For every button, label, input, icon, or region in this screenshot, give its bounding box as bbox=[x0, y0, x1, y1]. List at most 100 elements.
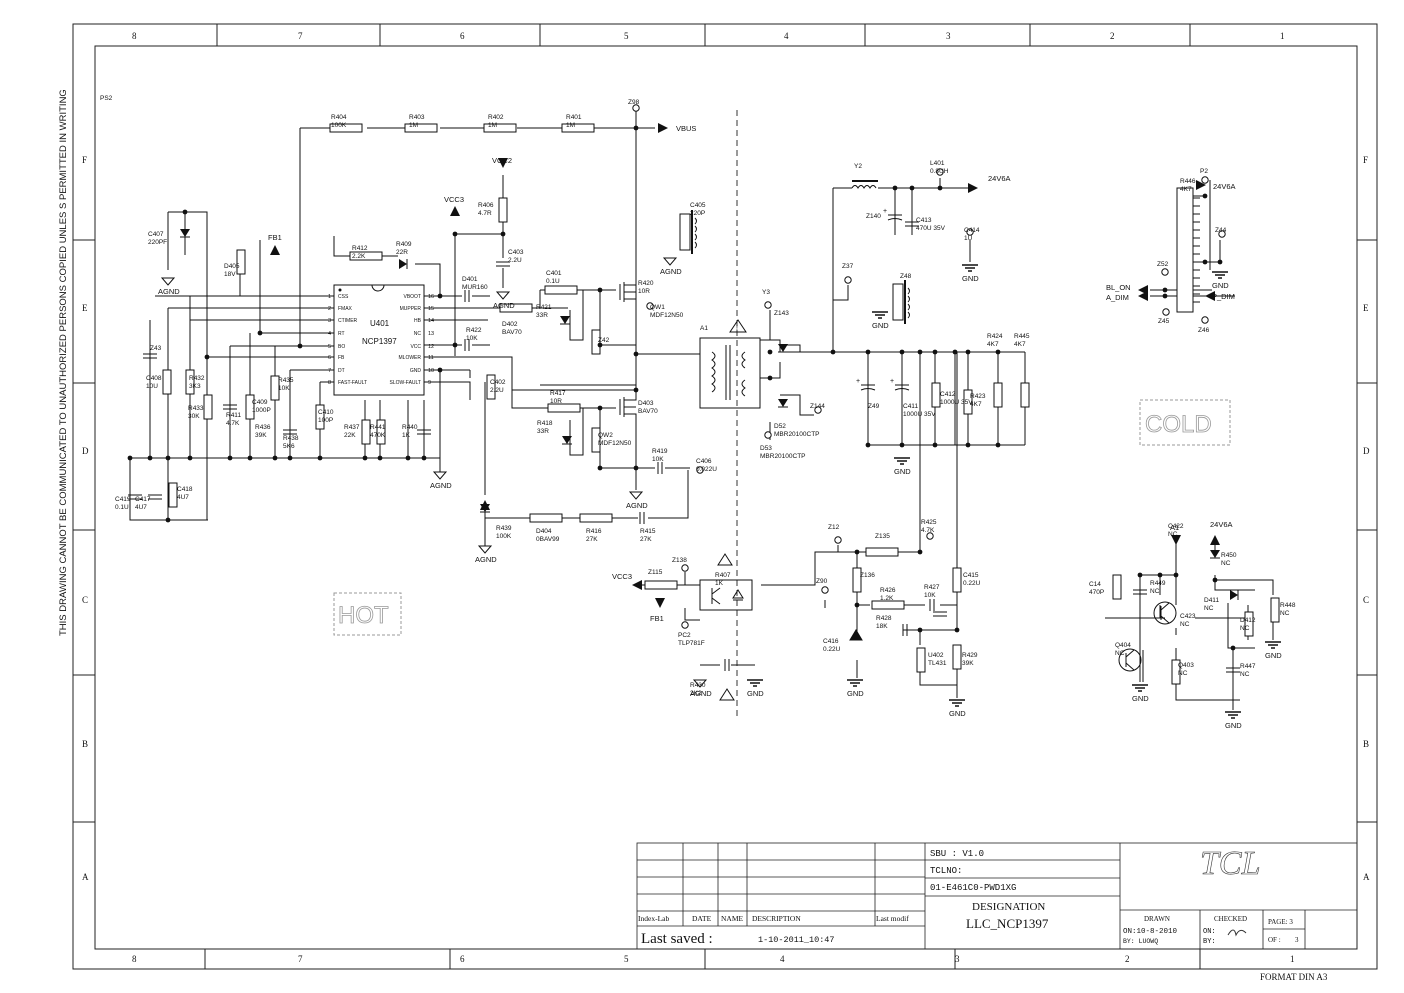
val-r446: 4K7 bbox=[1180, 186, 1192, 193]
ic-pin-name-1: CSS bbox=[338, 294, 349, 300]
ref-c409: C409 bbox=[252, 399, 268, 406]
test-point-11 bbox=[1161, 268, 1169, 276]
ground-label-14: GND bbox=[1225, 721, 1242, 730]
ref-r432: R432 bbox=[189, 375, 205, 382]
junction-dot bbox=[421, 455, 427, 461]
resistor-v-5 bbox=[185, 369, 195, 395]
ic-pin-num-16: 16 bbox=[428, 294, 434, 300]
test-point-12 bbox=[1162, 308, 1170, 316]
frame-col-top-6: 6 bbox=[460, 31, 465, 41]
ref-c423: C423 bbox=[1180, 613, 1196, 620]
drawn-by: BY: LUOWQ bbox=[1123, 938, 1158, 945]
capacitor-v-5 bbox=[128, 494, 142, 500]
ic-u401-part: NCP1397 bbox=[362, 337, 397, 346]
ref-ps2: PS2 bbox=[100, 95, 113, 102]
junction-dot bbox=[965, 349, 971, 355]
ic-pin-name-4: RT bbox=[338, 331, 345, 337]
ground-label-16: GND bbox=[1212, 281, 1229, 290]
ground-gnd-10: GND bbox=[949, 699, 966, 718]
ground-label-8: GND bbox=[894, 467, 911, 476]
junction-dot bbox=[1230, 645, 1236, 651]
capacitor-v-2 bbox=[223, 404, 237, 410]
junction-dot bbox=[1162, 287, 1168, 293]
tclno-label: TCLNO: bbox=[930, 866, 962, 876]
val-r418: 33R bbox=[537, 428, 549, 435]
ref-r450: R450 bbox=[1221, 552, 1237, 559]
ref-r420: R420 bbox=[638, 280, 654, 287]
capacitor-h-2 bbox=[657, 462, 663, 474]
brand-logo: TCL bbox=[1200, 845, 1261, 882]
test-point-6 bbox=[764, 301, 772, 309]
ref-r435: R435 bbox=[278, 377, 294, 384]
junction-dot bbox=[633, 125, 639, 131]
ic-pin-num-8: 8 bbox=[328, 380, 331, 386]
optocoupler-pc2 bbox=[699, 553, 753, 701]
ref-r447: R447 bbox=[1240, 663, 1256, 670]
junction-dot bbox=[377, 455, 383, 461]
ref-z42: Z42 bbox=[598, 337, 610, 344]
ref-z44: Z44 bbox=[1215, 227, 1227, 234]
frame-row-left-C: C bbox=[82, 595, 88, 605]
junction-dot bbox=[147, 455, 153, 461]
ground-label-1: AGND bbox=[493, 301, 515, 310]
ref-d52: D52 bbox=[774, 423, 786, 430]
junction-dot bbox=[287, 455, 293, 461]
ref-r417: R417 bbox=[550, 390, 566, 397]
ref-d404: D404 bbox=[536, 528, 552, 535]
resistor-h-6 bbox=[544, 285, 578, 295]
resistor-h-2 bbox=[483, 123, 517, 133]
junction-dot bbox=[500, 231, 506, 237]
checked-by: BY: bbox=[1203, 938, 1216, 946]
val-pc2: TLP781F bbox=[678, 640, 705, 647]
ref-u402: U402 bbox=[928, 652, 944, 659]
diode-3 bbox=[562, 436, 572, 445]
net-fb1: FB1 bbox=[268, 233, 282, 242]
val-qw1: MDF12N50 bbox=[650, 312, 684, 319]
test-point-17 bbox=[681, 564, 689, 572]
ic-pin-num-3: 3 bbox=[328, 318, 331, 324]
junction-dot bbox=[917, 349, 923, 355]
ic-pin-num-12: 12 bbox=[428, 344, 434, 350]
ic-pin-name-2: FMAX bbox=[338, 306, 353, 312]
resistor-h-10 bbox=[865, 547, 899, 557]
transistor-nc-1 bbox=[1118, 648, 1142, 672]
capacitor-h-0 bbox=[464, 290, 470, 302]
test-point-13 bbox=[1201, 316, 1209, 324]
designation-label: DESIGNATION bbox=[972, 901, 1045, 913]
val-l401: 0.8UH bbox=[930, 168, 949, 175]
val-c405: 220P bbox=[690, 210, 705, 217]
resistor-h-3 bbox=[561, 123, 595, 133]
junction-dot bbox=[597, 405, 603, 411]
ref-r437: R437 bbox=[344, 424, 360, 431]
net-24v6a: 24V6A bbox=[988, 174, 1011, 183]
val-d403: BAV70 bbox=[638, 408, 658, 415]
capacitor-v-6 bbox=[148, 494, 162, 500]
junction-dot bbox=[995, 349, 1001, 355]
val-q403: NC bbox=[1178, 670, 1188, 677]
val-d404: 0BAV99 bbox=[536, 536, 560, 543]
ic-pin-num-13: 13 bbox=[428, 331, 434, 337]
junction-dot bbox=[892, 185, 898, 191]
test-point-5 bbox=[844, 276, 852, 284]
val-r429: 39K bbox=[962, 660, 974, 667]
net-vcc3-fb: VCC3 bbox=[612, 572, 632, 581]
resistor-v-3 bbox=[591, 427, 601, 453]
ground-gnd-16: GND bbox=[1212, 271, 1229, 290]
ref-r406: R406 bbox=[478, 202, 494, 209]
junction-dot bbox=[865, 442, 871, 448]
val-r419: 10K bbox=[652, 456, 664, 463]
electrolytic-cap-0: + bbox=[856, 378, 876, 391]
ground-gnd-8: GND bbox=[894, 457, 911, 476]
ref-d401: D401 bbox=[462, 276, 478, 283]
ref-c405: C405 bbox=[690, 202, 706, 209]
description-header: DESCRIPTION bbox=[752, 914, 801, 923]
ground-label-7: GND bbox=[872, 321, 889, 330]
ref-r421: R421 bbox=[536, 304, 552, 311]
junction-dot bbox=[182, 209, 188, 215]
junction-dot bbox=[1157, 572, 1163, 578]
ref-pc2: PC2 bbox=[678, 632, 691, 639]
ref-r433: R433 bbox=[188, 405, 204, 412]
drawn-on: ON:10-8-2010 bbox=[1123, 928, 1178, 936]
ground-agnd-5: AGND bbox=[660, 257, 682, 276]
